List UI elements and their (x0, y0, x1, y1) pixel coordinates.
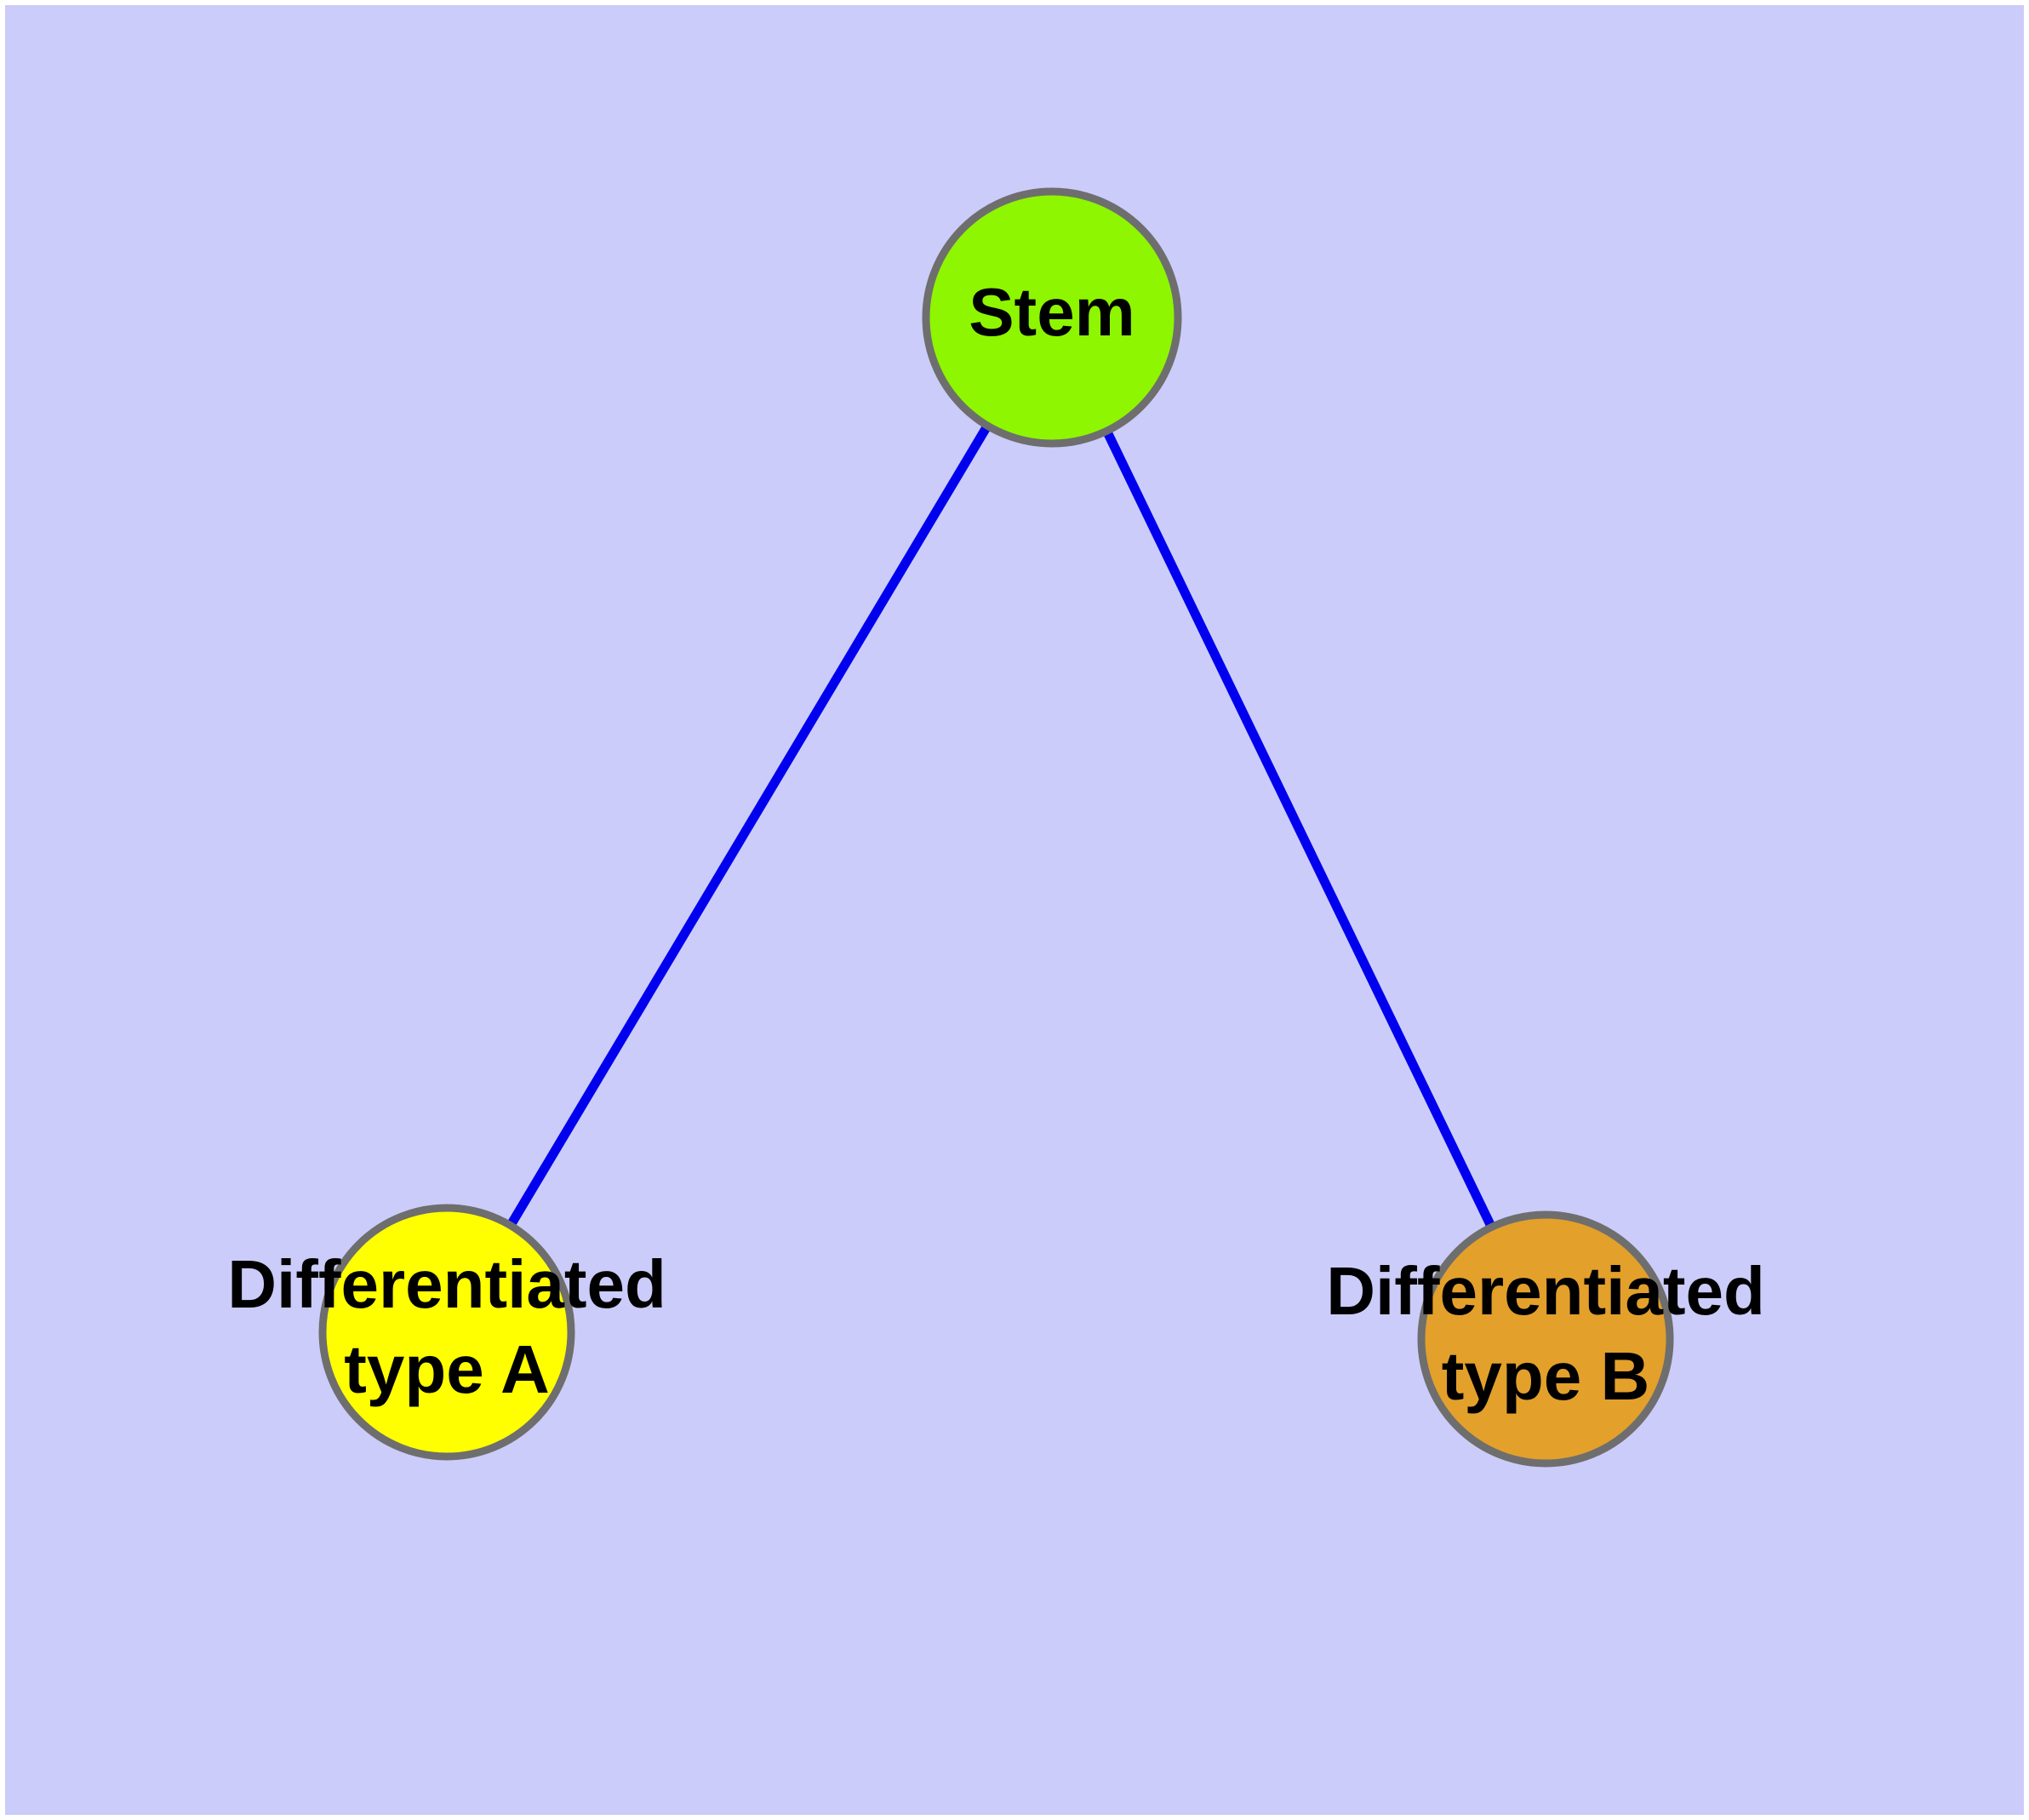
node-differentiated-type-b-circle[interactable] (1417, 1210, 1674, 1468)
node-differentiated-type-b-label-group: Differentiated type B (1326, 1253, 1765, 1414)
edge-stem-to-differentiated-type-a[interactable] (503, 419, 994, 1233)
node-stem[interactable] (922, 187, 1182, 448)
node-differentiated-type-a-circle[interactable] (318, 1204, 575, 1461)
node-differentiated-type-b-label-line-2: type B (1442, 1338, 1650, 1414)
node-differentiated-type-b[interactable] (1417, 1210, 1674, 1468)
node-differentiated-type-a-label-group: Differentiated type A (227, 1246, 666, 1407)
node-differentiated-type-a-label-line-2: type A (344, 1331, 550, 1407)
edge-stem-to-differentiated-type-b[interactable] (1100, 424, 1499, 1234)
node-differentiated-type-a-label-line-1: Differentiated (227, 1246, 666, 1322)
node-differentiated-type-a[interactable] (318, 1204, 575, 1461)
node-stem-label: Stem (969, 274, 1135, 350)
node-stem-circle[interactable] (922, 187, 1182, 448)
node-differentiated-type-b-label-line-1: Differentiated (1326, 1253, 1765, 1329)
